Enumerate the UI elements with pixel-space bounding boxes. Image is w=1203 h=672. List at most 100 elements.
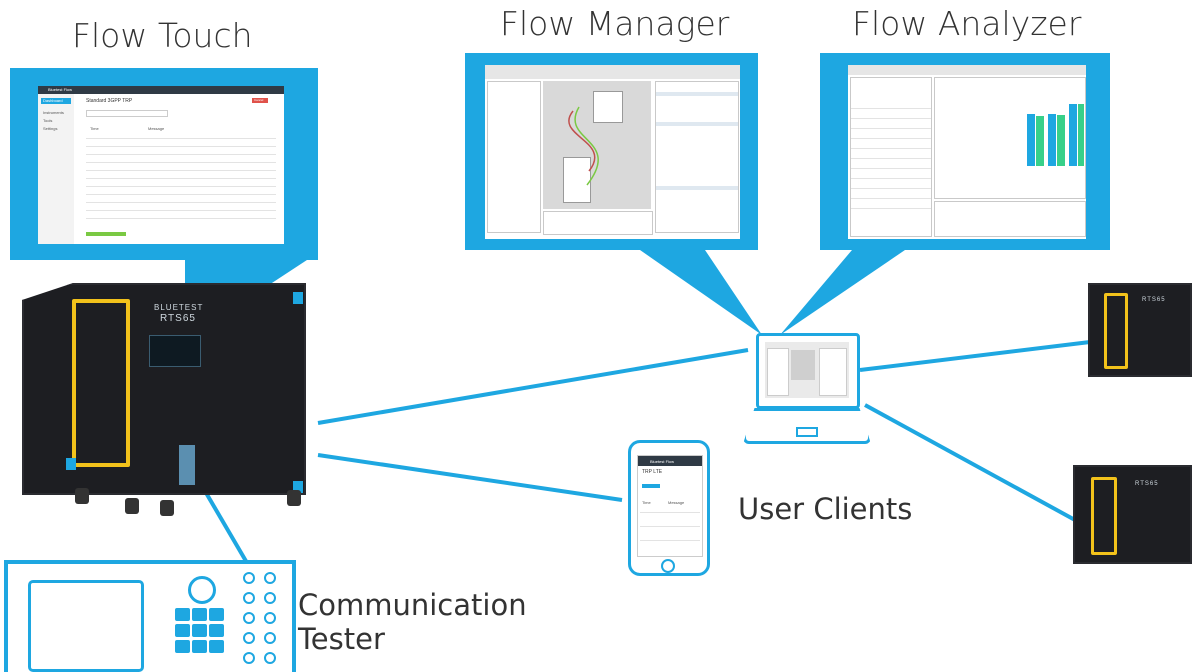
message-column-header: Message <box>148 126 165 131</box>
progress-bar <box>86 232 126 236</box>
rack-model: RTS65 <box>160 313 196 324</box>
flow-analyzer-screenshot <box>848 65 1086 239</box>
sidebar-item-instruments[interactable]: Instruments <box>43 110 64 115</box>
log-panel <box>543 211 653 235</box>
flow-node[interactable] <box>593 91 623 123</box>
phone-screen: Bluetest Flow TRP LTE Time Message <box>637 455 703 557</box>
corner-cap <box>293 292 303 304</box>
sidebar-item-active[interactable]: Dashboard <box>41 98 71 104</box>
properties-panel <box>655 81 739 233</box>
toolbar <box>485 65 740 79</box>
toolbar <box>848 65 1086 75</box>
corner-cap <box>293 481 303 493</box>
chamber-door <box>1091 477 1117 555</box>
corner-cap <box>66 458 76 470</box>
communication-tester-label: Communication Tester <box>298 588 527 656</box>
rts65-chamber-bottom-right: RTS65 <box>1073 465 1192 564</box>
port-panel <box>179 445 195 485</box>
callout-flow-manager <box>640 250 762 335</box>
keypad-key <box>175 640 190 653</box>
keypad-key <box>209 640 224 653</box>
rack-model: RTS65 <box>1142 297 1166 303</box>
flow-canvas <box>543 81 651 209</box>
home-button <box>661 559 675 573</box>
phone: Bluetest Flow TRP LTE Time Message <box>628 440 710 576</box>
phone-heading: TRP LTE <box>642 469 663 475</box>
flow-touch-title: Flow Touch <box>72 16 253 55</box>
chart-bar <box>1078 104 1084 166</box>
link-laptop-to-rack-bottom <box>864 403 1076 522</box>
chamber-door <box>1104 293 1128 369</box>
chart-bar <box>1057 115 1065 166</box>
connector-port <box>243 572 255 584</box>
keypad-key <box>192 608 207 621</box>
keypad-key <box>192 640 207 653</box>
sidebar: Dashboard Instruments Tools Settings <box>38 94 74 244</box>
flow-analyzer-title: Flow Analyzer <box>852 4 1082 43</box>
instrument-select[interactable] <box>86 110 168 117</box>
keypad-key <box>175 608 190 621</box>
sidebar-item-label: Dashboard <box>43 98 63 103</box>
chamber-door <box>72 299 130 467</box>
flow-manager-screenshot <box>485 65 740 239</box>
app-name: Bluetest Flow <box>650 459 675 464</box>
tester-knob <box>188 576 216 604</box>
laptop-screen <box>765 342 849 398</box>
chart-bar <box>1048 114 1056 166</box>
app-header: Bluetest Flow <box>638 456 702 466</box>
rts65-chamber-top-right: RTS65 <box>1088 283 1192 377</box>
sidebar-item-tools[interactable]: Tools <box>43 118 53 123</box>
user-clients-label: User Clients <box>738 492 913 526</box>
caster-wheel <box>75 488 89 504</box>
caster-wheel <box>125 498 139 514</box>
sidebar-item-settings[interactable]: Settings <box>43 126 58 131</box>
flow-manager-title: Flow Manager <box>500 4 730 43</box>
cancel-button-label: Cancel <box>254 98 264 102</box>
app-name: Bluetest Flow <box>48 87 73 92</box>
log-table <box>86 132 276 224</box>
tree-panel <box>487 81 541 233</box>
time-column-header: Time <box>642 500 651 505</box>
connector-port <box>264 632 276 644</box>
chart-bar <box>1036 116 1044 166</box>
keypad-key <box>175 624 190 637</box>
flow-manager-frame <box>465 53 758 250</box>
caster-wheel <box>160 500 174 516</box>
message-column-header: Message <box>668 500 685 505</box>
connector-port <box>264 572 276 584</box>
trackpad <box>796 427 818 437</box>
tester-screen <box>28 580 144 672</box>
connector-port <box>243 612 255 624</box>
rts65-chamber-main: BLUETEST RTS65 <box>22 283 306 495</box>
flow-edges <box>568 106 599 186</box>
chart-panel <box>934 77 1086 199</box>
link-rack-to-phone <box>317 453 623 502</box>
connector-port <box>264 592 276 604</box>
flow-analyzer-frame <box>820 53 1110 250</box>
chart-bar <box>1069 104 1077 166</box>
flow-touch-screenshot: Bluetest Flow Dashboard Instruments Tool… <box>38 86 284 244</box>
progress-bar <box>642 484 660 488</box>
laptop <box>756 333 860 409</box>
connector-port <box>243 632 255 644</box>
communication-tester <box>4 560 296 672</box>
flow-touch-frame: Bluetest Flow Dashboard Instruments Tool… <box>10 68 318 260</box>
callout-flow-analyzer <box>780 250 905 335</box>
page-heading: Standard 3GPP TRP <box>86 98 133 104</box>
results-list <box>850 77 932 237</box>
cancel-button[interactable]: Cancel <box>252 98 268 103</box>
keypad-key <box>209 624 224 637</box>
connector-port <box>243 592 255 604</box>
link-rack-to-laptop <box>317 348 749 425</box>
rack-brand: BLUETEST <box>154 303 204 312</box>
keypad-key <box>209 608 224 621</box>
rack-model: RTS65 <box>1135 481 1159 487</box>
chart-bar <box>1027 114 1035 166</box>
chamber-display <box>149 335 201 367</box>
laptop-base <box>743 408 871 444</box>
connector-port <box>243 652 255 664</box>
app-header: Bluetest Flow <box>38 86 284 94</box>
details-panel <box>934 201 1086 237</box>
connector-port <box>264 612 276 624</box>
time-column-header: Time <box>90 126 99 131</box>
